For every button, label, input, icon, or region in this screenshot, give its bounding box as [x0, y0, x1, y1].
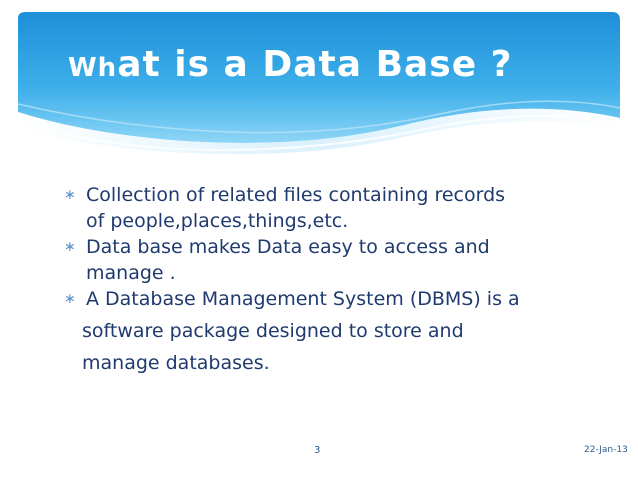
bullet-line: manage databases.	[82, 352, 270, 374]
bullet-line: A Database Management System (DBMS) is a	[86, 288, 520, 310]
slide-title: What is a Data Base ?	[68, 44, 513, 85]
header-banner: What is a Data Base ?	[0, 0, 638, 160]
slide-title-prefix: Wh	[68, 53, 118, 83]
bullet-marker-icon: ∗	[64, 239, 76, 255]
bullet-line: of people,places,things,etc.	[86, 210, 349, 232]
header-wave-graphic	[17, 12, 621, 155]
slide-date: 22-Jan-13	[584, 445, 628, 455]
bullet-item: ∗ Collection of related files containing…	[64, 182, 584, 234]
bullet-line: software package designed to store and	[82, 320, 464, 342]
page-number: 3	[314, 445, 321, 456]
bullet-marker-icon: ∗	[64, 187, 76, 203]
bullet-list: ∗ Collection of related files containing…	[64, 182, 584, 376]
bullet-marker-icon: ∗	[64, 291, 76, 307]
bullet-line: manage .	[86, 262, 176, 284]
slide-title-rest: at is a Data Base ?	[117, 44, 513, 85]
bullet-item: ∗ Data base makes Data easy to access an…	[64, 234, 584, 286]
bullet-item: ∗ A Database Management System (DBMS) is…	[64, 286, 584, 376]
bullet-line: Data base makes Data easy to access and	[86, 236, 490, 258]
bullet-line: Collection of related files containing r…	[86, 184, 506, 206]
